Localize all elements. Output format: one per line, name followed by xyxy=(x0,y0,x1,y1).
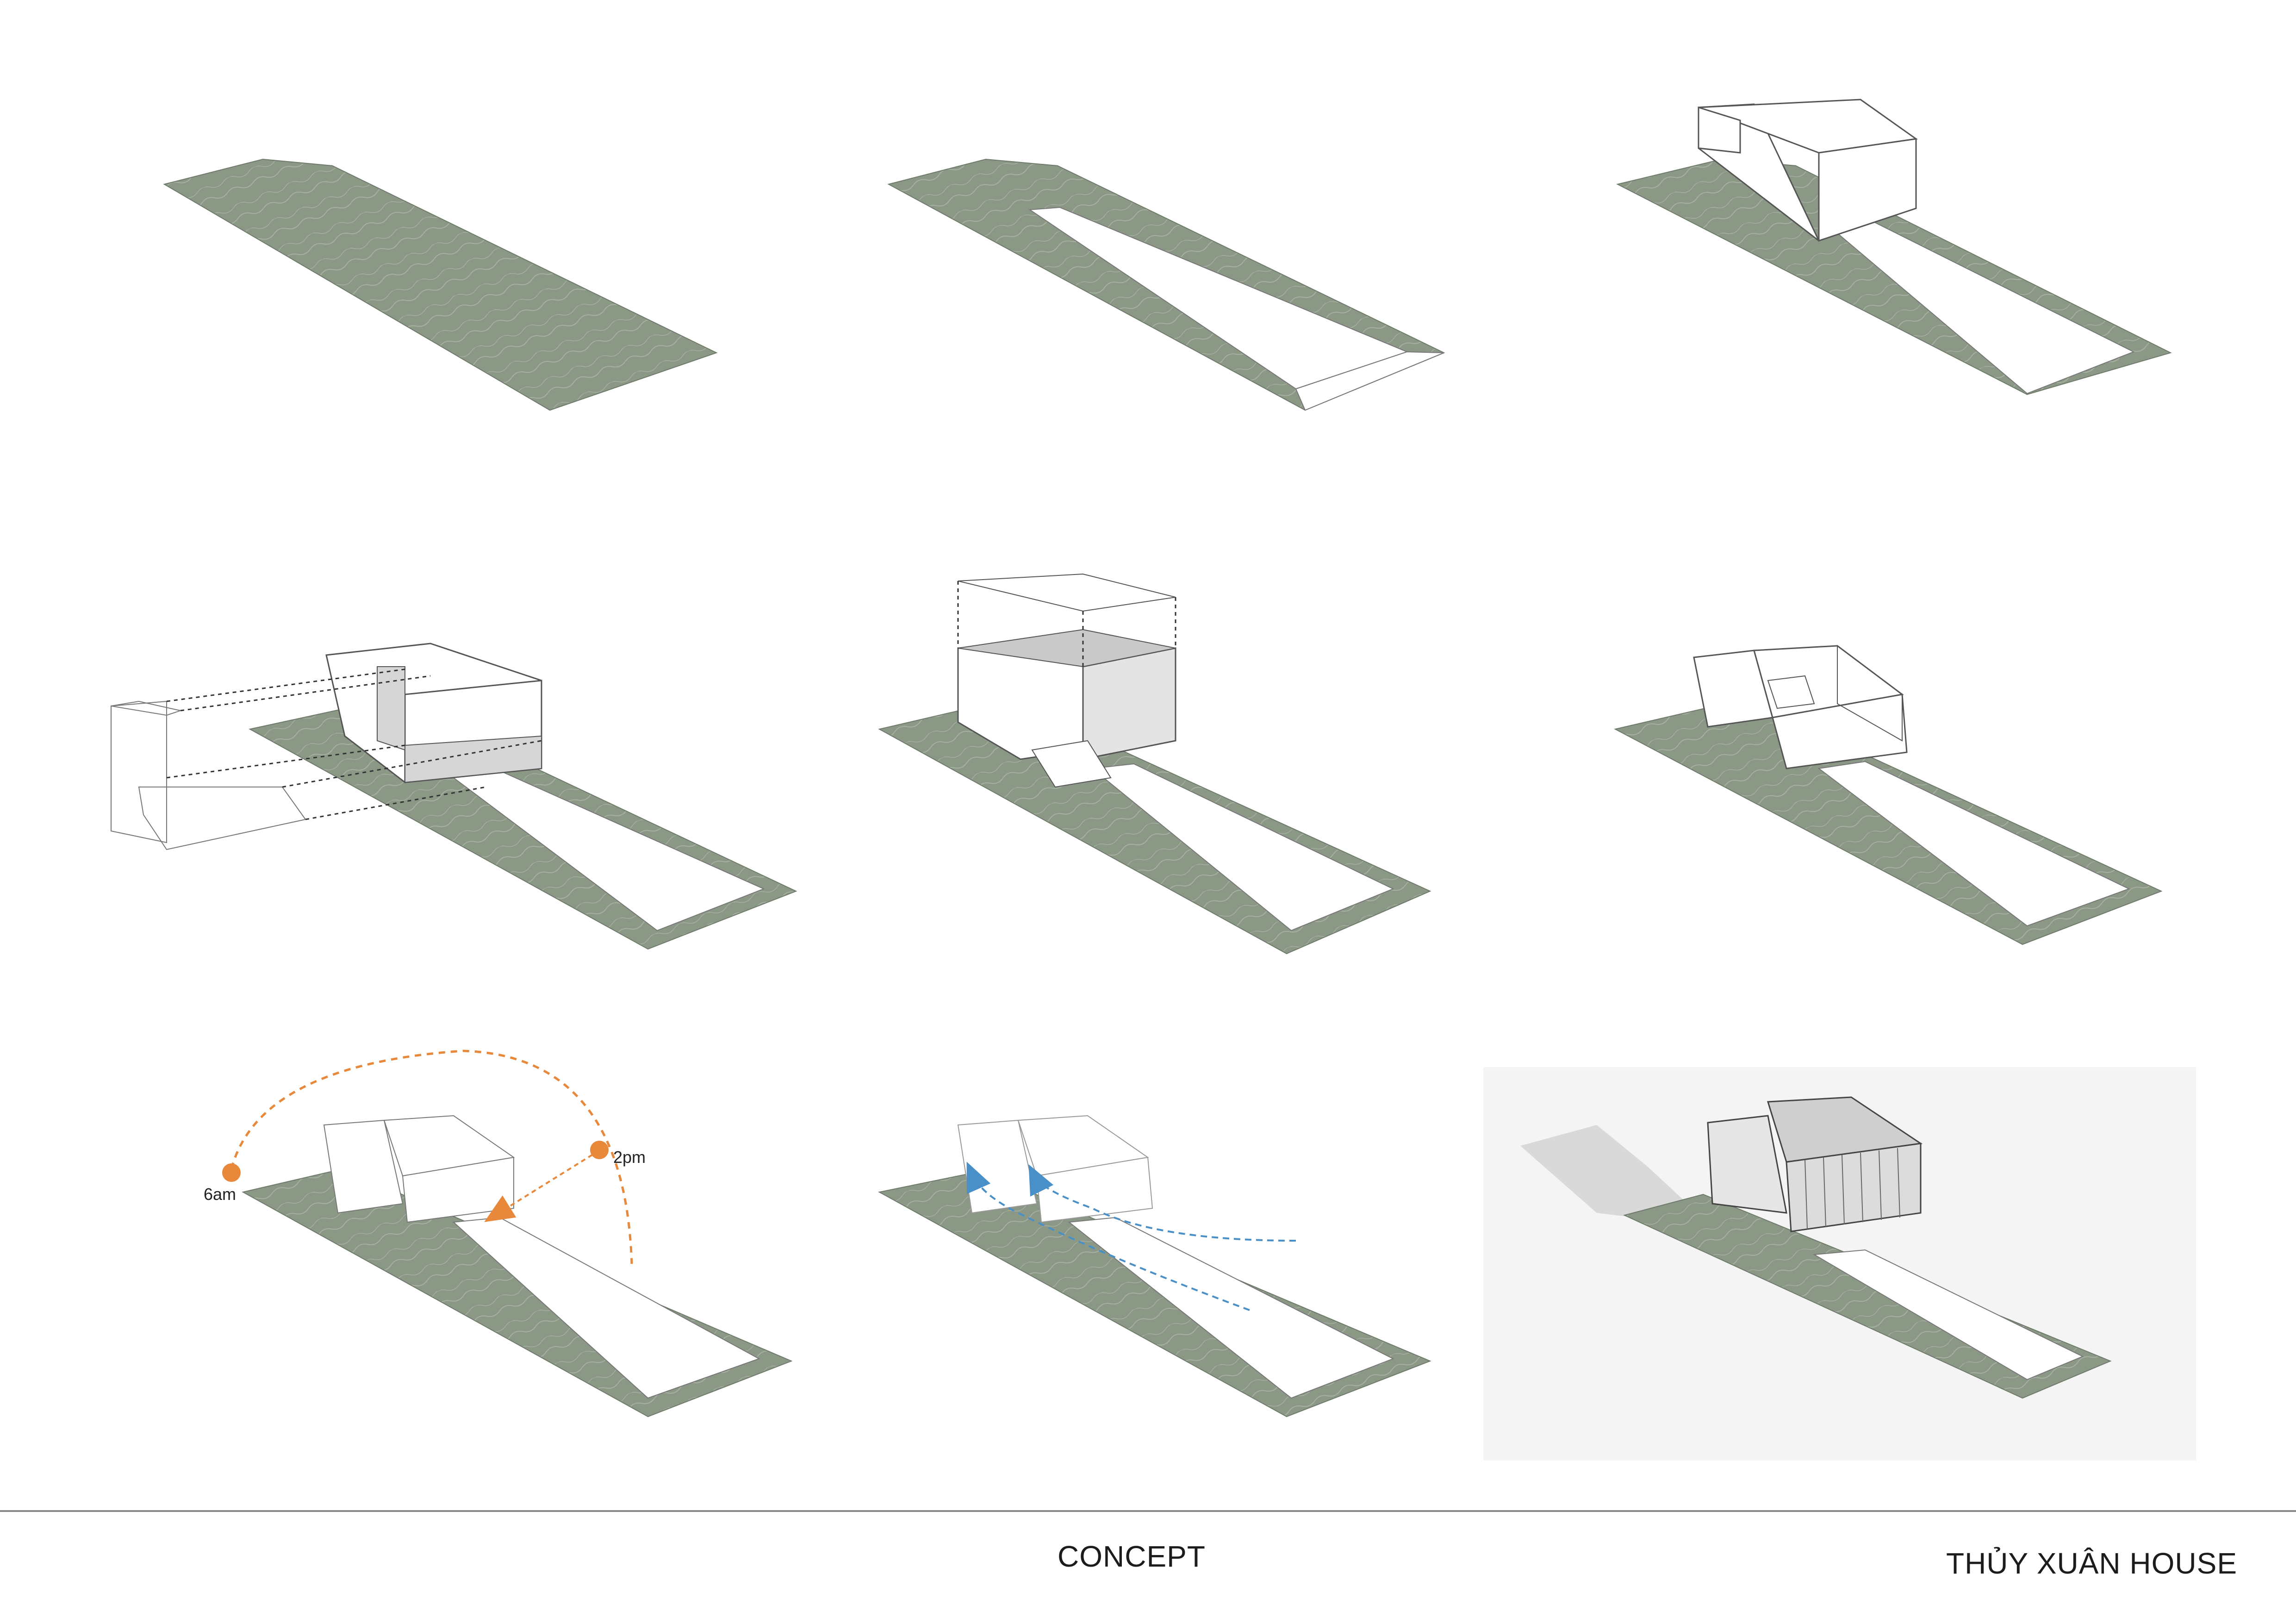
sun-path-analysis-step-7: 6am 2pm xyxy=(204,1049,793,1418)
final-render-step-9 xyxy=(1483,1067,2196,1461)
sun-label-2pm: 2pm xyxy=(613,1148,646,1167)
sun-ray-2pm xyxy=(484,1149,600,1222)
roof-refinement-step-6 xyxy=(1614,645,2163,945)
sun-2pm-marker xyxy=(590,1141,609,1159)
footer-divider xyxy=(0,1510,2296,1512)
project-name: THỦY XUÂN HOUSE xyxy=(1946,1547,2237,1580)
sheet-title-concept: CONCEPT xyxy=(1058,1540,1206,1573)
wind-flow-upper xyxy=(1028,1164,1296,1242)
site-excavation-step-2 xyxy=(887,158,1445,411)
wind-flow-lower xyxy=(966,1162,1250,1311)
massing-step-3 xyxy=(1616,99,2172,395)
site-terrain-step-1 xyxy=(163,158,718,411)
floor-stacking-step-5 xyxy=(878,573,1431,955)
sun-6am-marker xyxy=(222,1163,241,1182)
wind-flow-analysis-step-8 xyxy=(878,1115,1431,1418)
sun-arc xyxy=(230,1049,633,1264)
sun-label-6am: 6am xyxy=(204,1185,236,1204)
volume-extrusion-step-4 xyxy=(111,643,797,950)
